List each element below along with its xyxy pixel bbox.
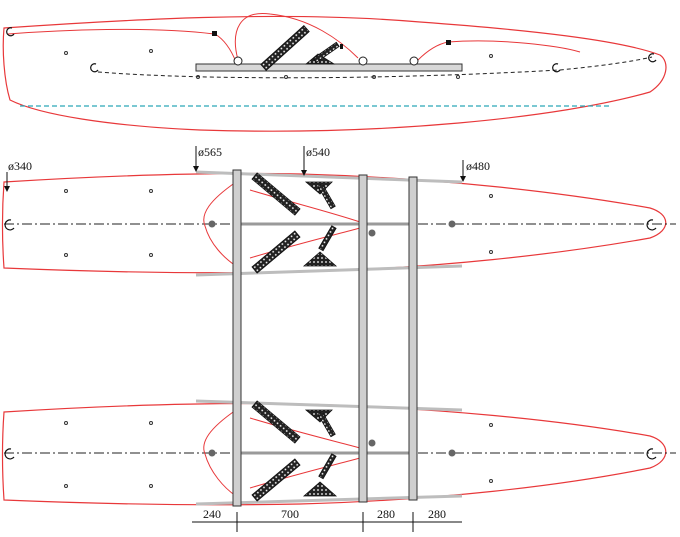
side-frame-beam [195,63,463,72]
side-hook-icon [6,27,15,37]
lower-pedal [302,481,338,497]
side-dot [284,75,288,79]
cross-beam-3 [408,176,418,501]
top-hull-upper [1,170,676,277]
side-dot [456,75,460,79]
cross-beam-2 [358,174,368,503]
arrow-head-icon [460,176,466,182]
upper-fitting [448,220,456,228]
upper-dot [149,189,153,193]
diameter-label-2: ø565 [198,145,222,159]
lower-dot [489,423,493,427]
lower-seat [251,458,301,502]
side-dot [372,75,376,79]
diameter-label-4: ø480 [466,159,490,173]
side-dot [149,49,153,53]
upper-dot [149,253,153,257]
lower-dot [149,484,153,488]
lower-pedal-arm [318,453,337,480]
side-cable-1 [214,33,237,63]
lower-fitting [368,439,376,447]
upper-dot [64,189,68,193]
side-wheel-2 [358,56,368,66]
side-view [2,13,667,132]
lower-curve [203,409,237,497]
lower-hook-icon [646,448,657,460]
lower-pedal-arm [317,411,336,438]
lower-curve [249,457,361,489]
side-dot [196,75,200,79]
upper-curve [249,189,361,223]
side-hook-icon [648,53,657,63]
side-marker-2 [446,40,451,45]
upper-seat [251,172,301,216]
lower-curve [249,417,361,449]
side-marker-1 [212,31,217,36]
dimension-label-4: 280 [428,507,446,521]
dimension-line: 240 700 280 280 [192,507,462,532]
side-hull-outline [2,15,667,132]
arrow-head-icon [4,186,10,192]
lower-dot [489,479,493,483]
upper-fitting [368,229,376,237]
diameter-label-1: ø340 [8,159,32,173]
upper-curve [203,181,237,267]
lower-fitting [448,449,456,457]
side-hook-icon [90,63,99,73]
side-marker-3 [340,44,343,49]
side-dashed-keel [97,56,653,79]
upper-hook-icon [4,219,15,231]
dimension-label-2: 700 [281,507,299,521]
side-seat [260,25,310,71]
top-hull-lower [1,399,676,506]
diameter-label-3: ø540 [306,145,330,159]
side-hook-icon [552,63,561,73]
upper-pedal-arm [317,183,336,210]
lower-dot [64,421,68,425]
dimension-label-3: 280 [377,507,395,521]
upper-hook-icon [646,219,657,231]
side-cable-3 [417,40,581,61]
lower-dot [64,484,68,488]
side-dot [64,51,68,55]
side-dot [489,54,493,58]
lower-hook-icon [4,448,15,460]
upper-dot [489,250,493,254]
upper-dot [64,253,68,257]
side-cable-4 [7,28,215,35]
upper-curve [249,227,361,259]
arrow-head-icon [301,170,307,176]
lower-dot [149,421,153,425]
lower-seat [251,400,301,444]
side-cable-2 [234,13,359,61]
upper-fitting [208,220,216,228]
side-pedal-arm [312,41,340,64]
upper-pedal-arm [318,225,337,252]
dimension-label-1: 240 [203,507,221,521]
lower-fitting [208,449,216,457]
side-wheel-1 [233,56,243,66]
upper-seat [251,230,301,274]
upper-pedal [302,251,338,267]
diameter-labels: ø340 ø565 ø540 ø480 [4,145,490,192]
side-wheel-3 [409,56,419,66]
cross-beams [232,169,418,507]
upper-dot [489,194,493,198]
arrow-head-icon [193,166,199,172]
cross-beam-1 [232,169,242,507]
